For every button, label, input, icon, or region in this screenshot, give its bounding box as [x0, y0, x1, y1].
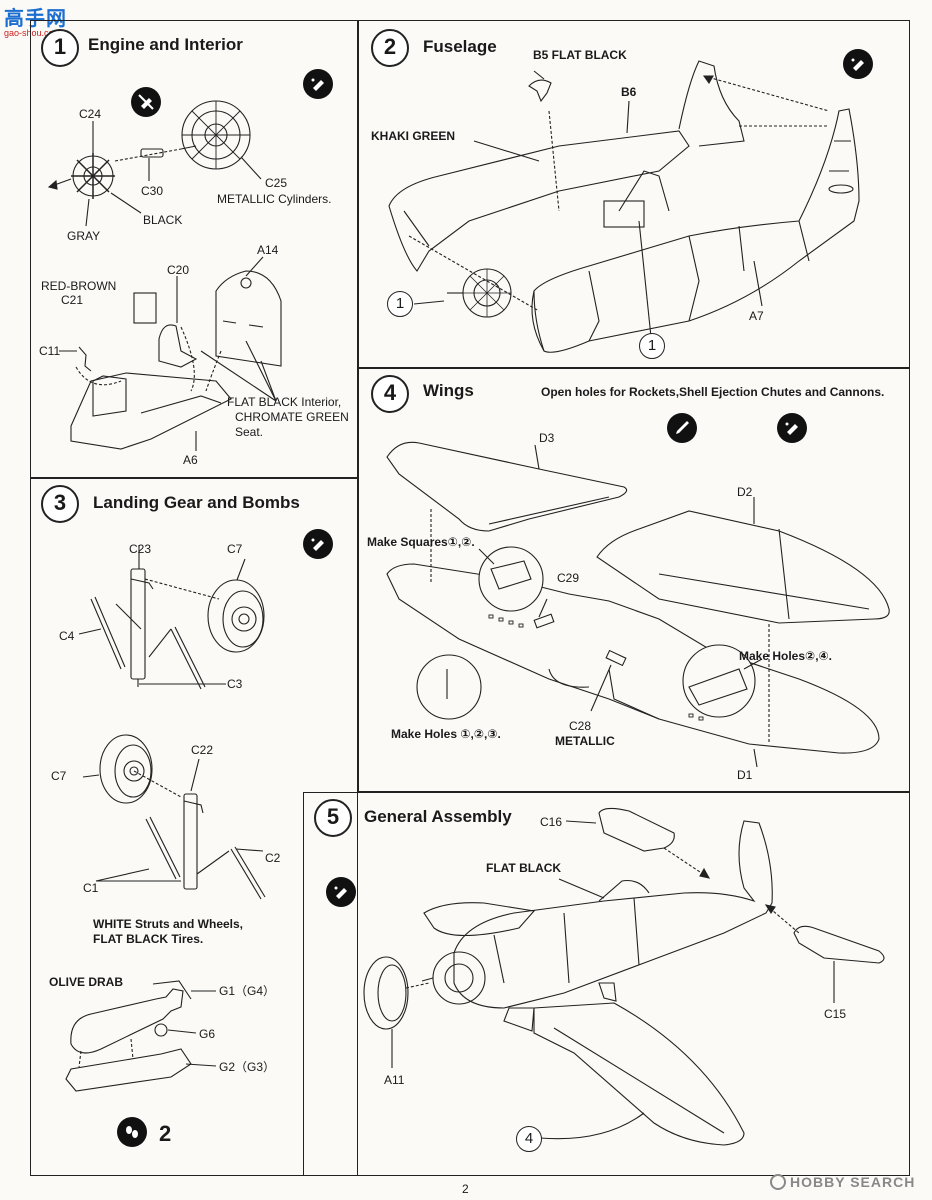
- bomb-count: 2: [159, 1121, 172, 1146]
- label-olive-drab: OLIVE DRAB: [49, 975, 124, 989]
- label-d1: D1: [737, 768, 753, 782]
- bomb-pair-icon: [117, 1117, 147, 1147]
- label-chromate-green: CHROMATE GREEN: [235, 410, 349, 424]
- label-a6: A6: [183, 453, 198, 467]
- step2-title: Fuselage: [423, 37, 497, 56]
- label-c11: C11: [39, 344, 61, 358]
- step3-number: 3: [41, 485, 79, 523]
- step2-panel: 2 Fuselage: [358, 20, 910, 368]
- step1-panel: 1 Engine and Interior: [30, 20, 358, 478]
- label-a14: A14: [257, 243, 279, 257]
- step3-title: Landing Gear and Bombs: [93, 493, 300, 512]
- label-seat: Seat.: [235, 425, 264, 439]
- label-khaki-green: KHAKI GREEN: [371, 129, 456, 143]
- ref-step1-left: 1: [387, 291, 413, 317]
- step1-number: 1: [41, 29, 79, 67]
- step1-drawing: [47, 100, 282, 451]
- label-g2: G2（G3）: [219, 1060, 276, 1074]
- label-c22: C22: [191, 743, 214, 757]
- step4-drawing: [386, 441, 890, 768]
- step5-drawing: [363, 807, 885, 1146]
- footer-brand-text: HOBBY SEARCH: [790, 1174, 916, 1190]
- label-metallic: METALLIC: [555, 734, 615, 748]
- label-a11: A11: [384, 1073, 405, 1087]
- label-c2: C2: [265, 851, 281, 865]
- label-gray: GRAY: [67, 229, 101, 243]
- label-g1: G1（G4）: [219, 984, 276, 998]
- label-c4: C4: [59, 629, 75, 643]
- step3-panel: 3 Landing Gear and Bombs: [30, 478, 358, 1176]
- label-c24: C24: [79, 107, 102, 121]
- page-number: 2: [462, 1182, 469, 1196]
- label-d3: D3: [539, 431, 555, 445]
- watermark-text: 高手网: [4, 6, 67, 30]
- label-c29: C29: [557, 571, 580, 585]
- no-glue-icon: [131, 87, 161, 117]
- watermark-logo: 高手网 gao-shou.com: [4, 2, 67, 38]
- label-c25: C25: [265, 176, 288, 190]
- label-c30: C30: [141, 184, 164, 198]
- label-c7-top: C7: [227, 542, 243, 556]
- label-black: BLACK: [143, 213, 183, 227]
- step4-panel: 4 Wings Open holes for Rockets,Shell Eje…: [358, 368, 910, 792]
- label-c15: C15: [824, 1007, 847, 1021]
- label-flat-black: FLAT BLACK: [486, 861, 562, 875]
- label-white-struts: WHITE Struts and Wheels,: [93, 917, 244, 931]
- label-c7-bottom: C7: [51, 769, 67, 783]
- glue-icon: [777, 413, 807, 443]
- label-g6: G6: [199, 1027, 216, 1041]
- step4-title: Wings: [423, 381, 474, 400]
- step5-number: 5: [314, 799, 352, 837]
- label-c3: C3: [227, 677, 243, 691]
- glue-icon: [326, 877, 356, 907]
- label-c1: C1: [83, 881, 99, 895]
- step4-note: Open holes for Rockets,Shell Ejection Ch…: [541, 385, 885, 399]
- watermark-url: gao-shou.com: [4, 28, 62, 38]
- label-make-holes-1-2-3: Make Holes ①,②,③.: [391, 727, 501, 741]
- label-metallic-cylinders: METALLIC Cylinders.: [217, 192, 332, 206]
- glue-icon: [843, 49, 873, 79]
- hobby-search-logo-icon: [770, 1174, 786, 1190]
- step4-number: 4: [371, 375, 409, 413]
- ref-step1-center: 1: [639, 333, 665, 359]
- label-make-holes-2-4: Make Holes②,④.: [739, 649, 833, 663]
- label-b5: B5 FLAT BLACK: [533, 48, 627, 62]
- label-b6: B6: [621, 85, 637, 99]
- glue-icon: [303, 529, 333, 559]
- drill-icon: [667, 413, 697, 443]
- step2-drawing: [388, 60, 860, 353]
- label-c20: C20: [167, 263, 190, 277]
- label-a7: A7: [749, 309, 764, 323]
- label-c23: C23: [129, 542, 152, 556]
- ref-step4: 4: [516, 1126, 542, 1152]
- step3-drawing: [65, 545, 266, 1092]
- footer-brand: HOBBY SEARCH: [770, 1174, 915, 1190]
- label-red-brown: RED-BROWN: [41, 279, 117, 293]
- step2-number: 2: [371, 29, 409, 67]
- label-c28: C28: [569, 719, 592, 733]
- label-flat-black-tires: FLAT BLACK Tires.: [93, 932, 204, 946]
- label-c16: C16: [540, 815, 563, 829]
- label-c21: C21: [61, 293, 84, 307]
- glue-icon: [303, 69, 333, 99]
- label-d2: D2: [737, 485, 753, 499]
- step1-title: Engine and Interior: [88, 35, 243, 54]
- label-flat-black-interior: FLAT BLACK Interior,: [227, 395, 342, 409]
- step5-panel: 5 General Assembly: [303, 792, 910, 1176]
- step5-title: General Assembly: [364, 807, 512, 826]
- label-make-squares: Make Squares①,②.: [367, 535, 475, 549]
